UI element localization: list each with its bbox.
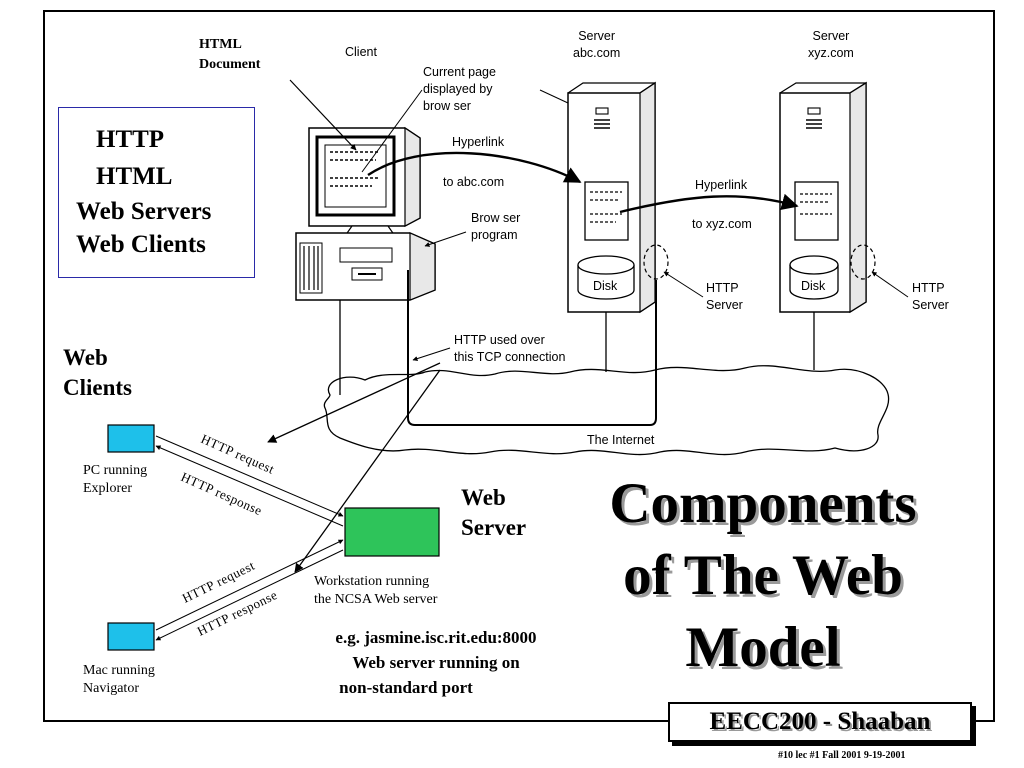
- disk-abc-label: Disk: [593, 279, 618, 293]
- internet-cloud: [323, 365, 890, 456]
- topic-html: HTML: [96, 163, 173, 190]
- topic-web-servers: Web Servers: [76, 198, 212, 225]
- disk-xyz-label: Disk: [801, 279, 826, 293]
- topic-web-clients: Web Clients: [76, 231, 206, 258]
- slide-title: Components of The Web Model: [609, 472, 917, 679]
- hyperlink-1-label: Hyperlink: [452, 135, 505, 149]
- server-abc-icon: [567, 81, 669, 314]
- client-computer-icon: [295, 126, 436, 301]
- example-label: e.g. jasmine.isc.rit.edu:8000 Web server…: [335, 628, 537, 697]
- mac-request-label: HTTP request: [180, 558, 257, 606]
- internet-label: The Internet: [587, 433, 655, 447]
- mac-client-box: [107, 622, 155, 651]
- topics-box: [58, 107, 255, 278]
- slide-frame: [43, 10, 995, 722]
- client-label: Client: [345, 45, 377, 59]
- pc-request-label: HTTP request: [199, 431, 277, 477]
- to-abc-label: to abc.com: [443, 175, 505, 189]
- server-xyz-icon: [779, 81, 876, 314]
- pc-client-box: [107, 424, 155, 453]
- topic-http: HTTP: [96, 126, 165, 153]
- to-xyz-label: to xyz.com: [692, 217, 752, 231]
- footnote: #10 lec #1 Fall 2001 9-19-2001: [778, 750, 906, 761]
- footer-text: EECC200 - Shaaban: [709, 708, 931, 735]
- hyperlink-2-label: Hyperlink: [695, 178, 748, 192]
- web-server-box: [344, 507, 440, 557]
- footer-box: EECC200 - Shaaban: [668, 702, 972, 742]
